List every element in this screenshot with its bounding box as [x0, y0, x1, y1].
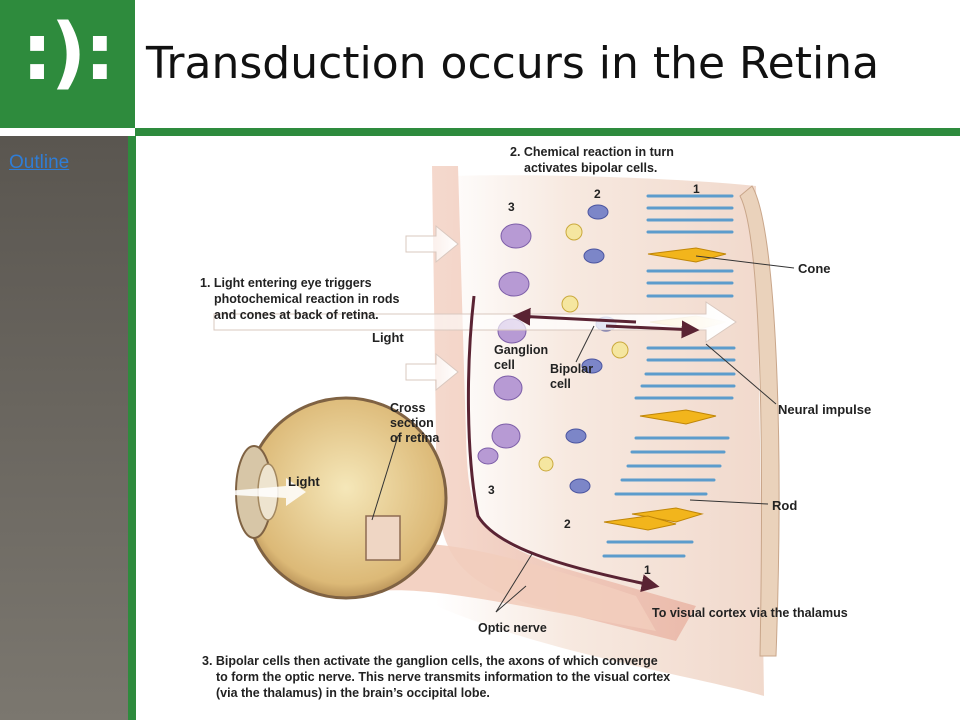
caption-step1-line1: 1. Light entering eye triggers — [200, 276, 372, 290]
label-rod: Rod — [772, 498, 797, 513]
label-cross-line2: section — [390, 416, 434, 430]
label-ganglion-line1: Ganglion — [494, 343, 548, 357]
label-ganglion-line2: cell — [494, 358, 515, 372]
caption-step1-line3: and cones at back of retina. — [214, 308, 379, 322]
label-cone: Cone — [798, 261, 831, 276]
caption-step1: 1. Light entering eye triggers photochem… — [200, 276, 403, 322]
label-cross-line3: of retina — [390, 431, 440, 445]
optic-nerve-bundle — [432, 166, 696, 641]
caption-step3-line2: to form the optic nerve. This nerve tran… — [216, 670, 670, 684]
light-arrows — [213, 224, 737, 392]
caption-step3: 3. Bipolar cells then activate the gangl… — [202, 654, 674, 700]
marker-top-2: 2 — [594, 187, 601, 201]
caption-step2-line1: 2. Chemical reaction in turn — [510, 145, 674, 159]
label-light-top: Light — [372, 330, 404, 345]
retina-diagram: 2. Chemical reaction in turn activates b… — [200, 145, 871, 700]
label-cross-line1: Cross — [390, 401, 425, 415]
leader-lines — [371, 255, 795, 613]
logo-emoticon: :): — [21, 8, 115, 98]
header-rule — [135, 128, 960, 136]
label-cross-section: Cross section of retina — [390, 401, 440, 445]
label-neural-impulse: Neural impulse — [778, 402, 871, 417]
label-light-eye: Light — [288, 474, 320, 489]
marker-top-1: 1 — [693, 182, 700, 196]
caption-step2-line2: activates bipolar cells. — [524, 161, 657, 175]
caption-step2: 2. Chemical reaction in turn activates b… — [510, 145, 677, 175]
amacrine-cells — [538, 223, 629, 472]
choroid-layer — [739, 185, 780, 657]
eyeball — [216, 396, 448, 600]
label-bipolar-line2: cell — [550, 377, 571, 391]
rod-cells — [602, 194, 736, 558]
marker-top-3: 3 — [508, 200, 515, 214]
label-bipolar-line1: Bipolar — [550, 362, 593, 376]
caption-step1-line2: photochemical reaction in rods — [214, 292, 399, 306]
optic-nerve-lower — [376, 543, 656, 631]
marker-bottom-1: 1 — [644, 563, 651, 577]
sidebar — [0, 136, 128, 720]
outline-link[interactable]: Outline — [9, 152, 70, 173]
neural-impulse-arrows — [466, 295, 700, 592]
logo-box: :): — [0, 0, 135, 128]
label-ganglion-cell: Ganglion cell — [494, 343, 552, 372]
marker-bottom-2: 2 — [564, 517, 571, 531]
slide-title: Transduction occurs in the Retina — [146, 38, 880, 89]
layer-markers: 1 2 3 1 2 3 — [488, 182, 700, 577]
label-bipolar-cell: Bipolar cell — [550, 362, 597, 391]
caption-step3-line1: 3. Bipolar cells then activate the gangl… — [202, 654, 658, 668]
label-to-cortex: To visual cortex via the thalamus — [652, 606, 848, 620]
label-optic-nerve: Optic nerve — [478, 621, 547, 635]
marker-bottom-3: 3 — [488, 483, 495, 497]
caption-step3-line3: (via the thalamus) in the brain’s occipi… — [216, 686, 490, 700]
sidebar-rule — [128, 136, 136, 720]
